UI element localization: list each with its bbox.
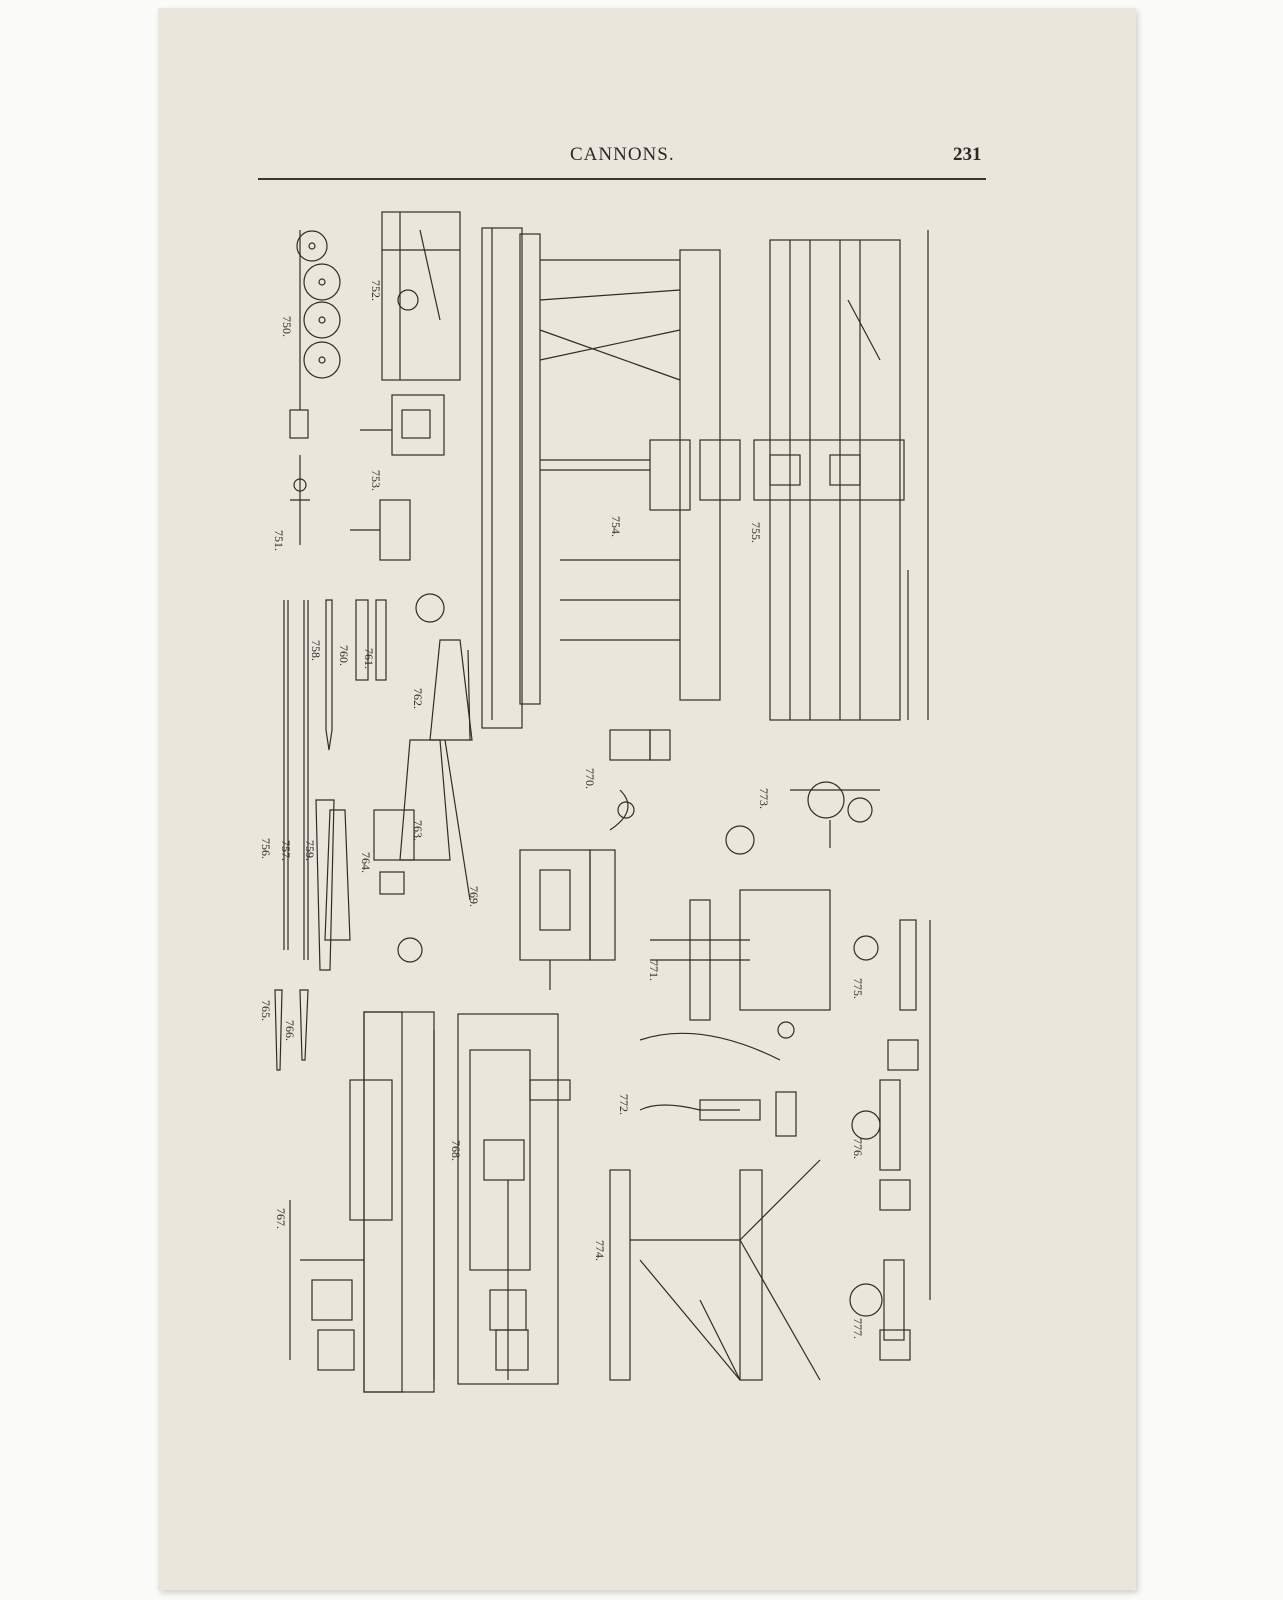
page-sheet: [158, 8, 1136, 1590]
figure-number: 767.: [274, 1208, 288, 1229]
header-rule: [258, 178, 986, 180]
figure-754-frame: [481, 227, 741, 729]
figure-number: 750.: [280, 316, 294, 337]
figure-753-slide-rest: [350, 394, 445, 561]
figure-770-parts: [609, 729, 671, 831]
figure-number: 774.: [593, 1240, 607, 1261]
figure-number: 776.: [851, 1138, 865, 1159]
figure-number: 754.: [609, 516, 623, 537]
figure-number: 777.: [851, 1318, 865, 1339]
figure-number: 759.: [303, 840, 317, 861]
figure-760-761-plates: [355, 599, 387, 681]
figure-number: 752.: [369, 280, 383, 301]
figure-number: 771.: [647, 960, 661, 981]
figure-761-disk: [415, 593, 445, 623]
figure-number: 753.: [369, 470, 383, 491]
running-header-title: CANNONS.: [570, 144, 675, 165]
figure-number: 765.: [259, 1000, 273, 1021]
figure-771-winch: [639, 825, 831, 1061]
figure-767-boring-machine: [289, 1011, 435, 1393]
figure-755-long-bed: [753, 230, 929, 721]
figure-774-stand: [609, 1159, 821, 1381]
figure-773-clamp: [790, 781, 880, 848]
figure-769-vise: [519, 849, 616, 990]
figure-number: 761.: [362, 648, 376, 669]
figure-number: 760.: [337, 645, 351, 666]
figure-number: 763.: [411, 820, 425, 841]
figure-number: 757.: [279, 840, 293, 861]
figure-number: 770.: [583, 768, 597, 789]
figure-768-machine: [457, 1013, 571, 1385]
page-number: 231: [953, 144, 982, 165]
figure-752-frame: [381, 211, 461, 381]
figure-number: 773.: [757, 788, 771, 809]
figure-number: 769.: [467, 886, 481, 907]
figure-number: 758.: [309, 640, 323, 661]
figure-number: 762.: [411, 688, 425, 709]
figure-number: 751.: [272, 530, 286, 551]
figure-number: 755.: [749, 522, 763, 543]
figure-750-gear-train: [289, 230, 341, 439]
figure-number: 772.: [617, 1094, 631, 1115]
figure-772-handle: [639, 1091, 797, 1137]
figure-775-777-gauges: [849, 919, 931, 1361]
figure-number: 756.: [259, 838, 273, 859]
figure-759-bar: [324, 809, 351, 941]
figure-764-block: [373, 809, 423, 963]
figure-number: 766.: [283, 1020, 297, 1041]
figure-number: 764.: [359, 852, 373, 873]
figure-756-758-rods: [283, 599, 335, 971]
figure-762-763-calipers: [399, 639, 473, 901]
figure-765-766-cones: [274, 989, 309, 1071]
figure-number: 775.: [851, 978, 865, 999]
figure-number: 768.: [449, 1140, 463, 1161]
figure-751-bolt: [290, 455, 310, 545]
